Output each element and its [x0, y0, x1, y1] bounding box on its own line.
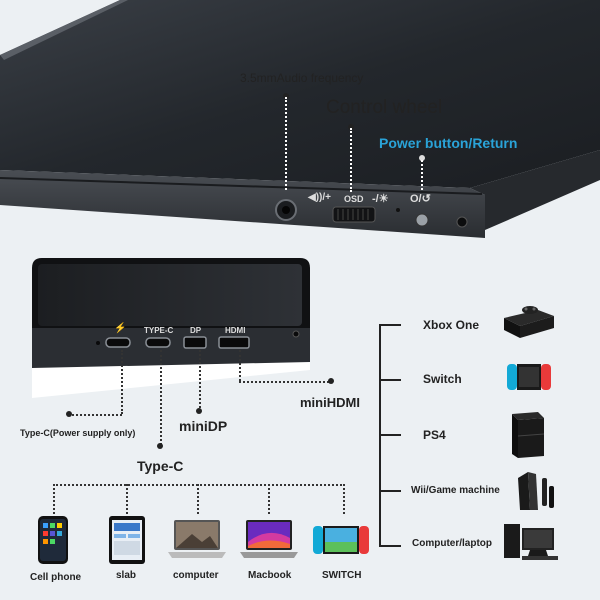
minihdmi-line-h: [239, 381, 329, 383]
volume-glyph: ◀))/+: [308, 192, 331, 203]
device-label-switch: SWITCH: [322, 570, 362, 581]
device-label-macbook: Macbook: [248, 570, 292, 581]
laptop-computer-icon: [168, 520, 226, 558]
wii-console-icon: [518, 472, 554, 510]
wheel-callout-label: Control wheel: [326, 97, 443, 118]
typec-power-dot: [66, 411, 72, 417]
device-label-cell-phone: Cell phone: [30, 572, 82, 583]
monitor-edge-illustration: [0, 0, 600, 238]
xbox-console-icon: [504, 306, 554, 338]
minidp-line: [199, 350, 201, 412]
switch-console-icon: [507, 364, 551, 390]
audio-callout-dot: [283, 93, 289, 99]
typec-tree-drop-0: [53, 484, 55, 514]
device-label-slab: slab: [116, 570, 137, 581]
ps4-console-icon: [512, 412, 545, 458]
typec-dot: [157, 443, 163, 449]
nintendo-switch-icon: [313, 526, 369, 554]
console-label-computer: Computer/laptop: [412, 538, 492, 549]
tablet-icon: [109, 516, 145, 564]
power-callout-label: Power button/Return: [379, 135, 518, 151]
minidp-dot: [196, 408, 202, 414]
hdmi-tree-branch-2: [379, 434, 401, 436]
typec-port-label: TYPE-C: [144, 326, 174, 335]
minihdmi-dot: [328, 378, 334, 384]
cell-phone-icon: [38, 516, 68, 564]
macbook-icon: [240, 520, 298, 558]
device-label-computer: computer: [173, 570, 219, 581]
hdmi-tree-branch-1: [379, 379, 401, 381]
console-label-xbox: Xbox One: [423, 318, 480, 332]
minihdmi-line-v: [239, 350, 241, 381]
typec-tree-horizontal: [53, 484, 345, 486]
osd-glyph: OSD: [344, 194, 364, 204]
console-label-wii: Wii/Game machine: [411, 485, 500, 496]
typec-tree-drop-3: [268, 484, 270, 514]
console-label-switch: Switch: [423, 372, 462, 386]
audio-callout-line: [285, 97, 287, 190]
hdmi-tree-branch-3: [379, 490, 401, 492]
hdmi-tree-branch-0: [379, 324, 401, 326]
power-callout-line: [421, 160, 423, 190]
typec-power-line-h: [72, 414, 122, 416]
pd-port-label: ⚡: [114, 323, 127, 334]
typec-tree-drop-2: [197, 484, 199, 514]
hdmi-port-label: HDMI: [225, 326, 246, 335]
wheel-callout-line: [350, 128, 352, 192]
minihdmi-label: miniHDMI: [300, 395, 360, 410]
power-glyph: O/↺: [410, 193, 431, 205]
dp-port-label: DP: [190, 326, 202, 335]
typec-label: Type-C: [137, 458, 184, 474]
hdmi-tree-branch-4: [379, 545, 401, 547]
minidp-label: miniDP: [179, 418, 228, 434]
typec-line: [160, 350, 162, 445]
typec-tree-drop-4: [343, 484, 345, 514]
power-callout-dot: [419, 155, 425, 161]
typec-power-line-v: [121, 350, 123, 414]
brightness-glyph: -/☀: [372, 193, 389, 205]
wheel-callout-dot: [348, 124, 354, 130]
computer-laptop-icon: [504, 524, 558, 560]
typec-power-label: Type-C(Power supply only): [20, 428, 136, 438]
typec-tree-drop-1: [126, 484, 128, 514]
console-label-ps4: PS4: [423, 428, 446, 442]
audio-callout-label: 3.5mmAudio frequency: [240, 71, 364, 85]
